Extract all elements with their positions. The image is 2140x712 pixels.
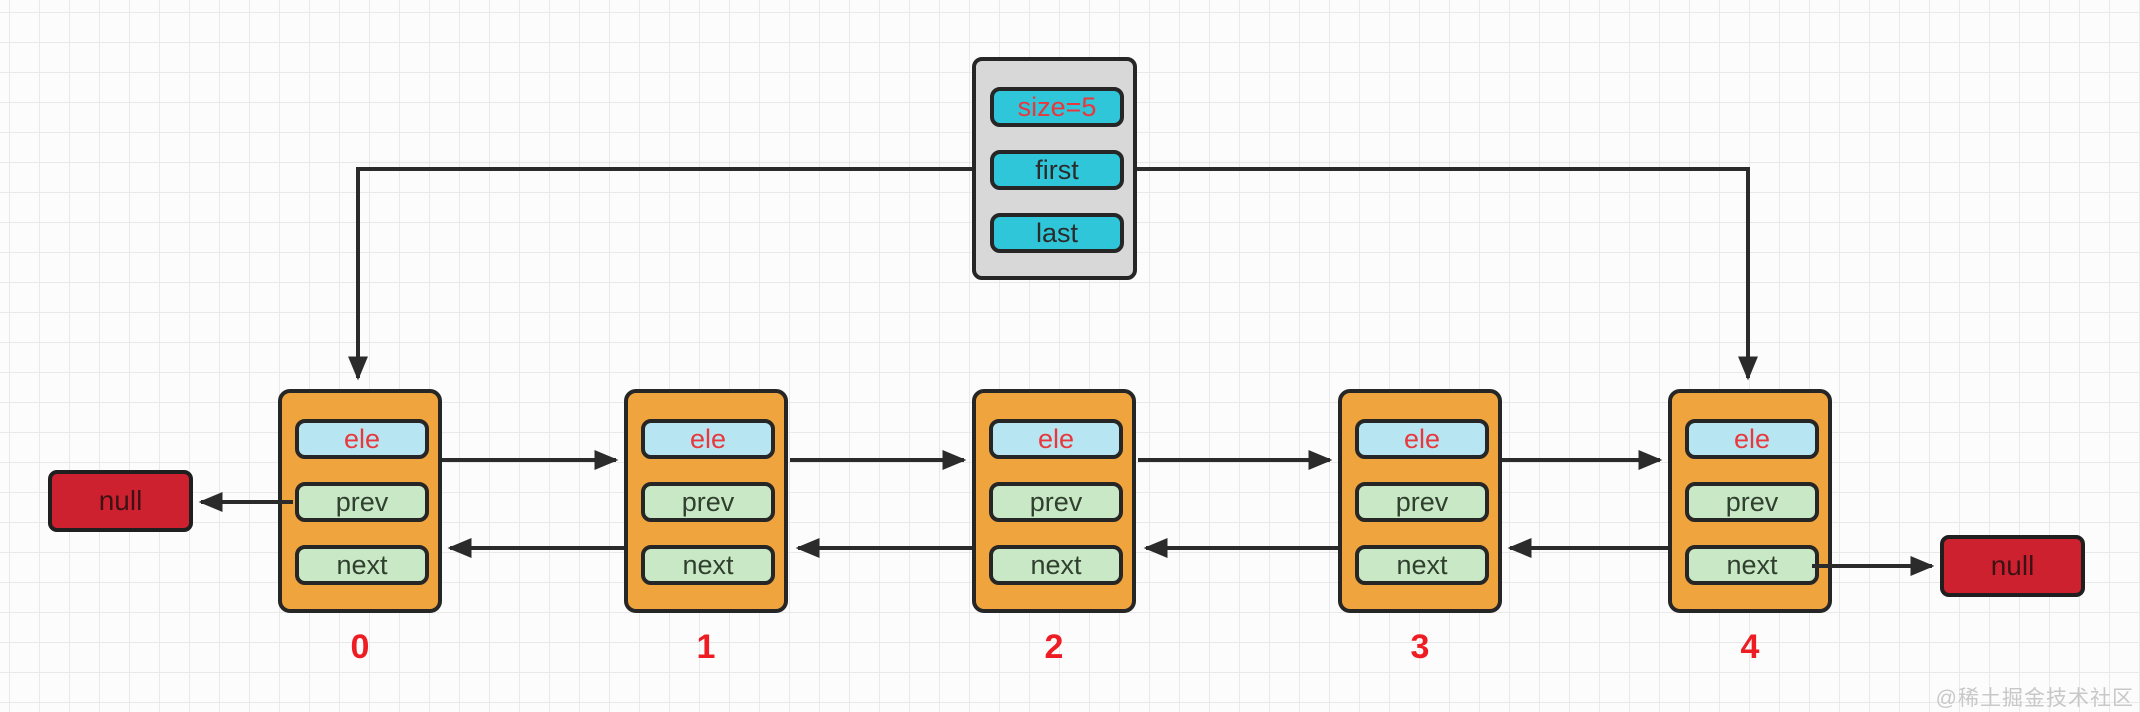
node-1-index-label: 1 [696,628,716,666]
node-2-ele-label: ele [1037,423,1075,454]
null-left-label: null [98,485,143,516]
node-2-prev-field: prev [989,482,1123,522]
node-3-index-label: 3 [1410,628,1430,666]
node-3-next-field: next [1355,545,1489,585]
node-0-prev-label: prev [335,486,389,517]
first-pointer-label: first [1035,154,1079,185]
node-2: ele prev next [972,389,1136,613]
null-box-right: null [1940,535,2085,597]
node-0-ele-label: ele [343,423,381,454]
last-pointer-arrow [1137,167,1758,381]
node-1-next-label: next [682,549,734,580]
node-2-prev-label: prev [1029,486,1083,517]
node-2-next-label: next [1030,549,1082,580]
node-0-index-label: 0 [350,628,370,666]
node-2-ele-field: ele [989,419,1123,459]
null-right-label: null [1990,550,2035,581]
first-pointer-arrow [348,167,972,381]
node-0-next-label: next [336,549,388,580]
node-2-index-label: 2 [1044,628,1064,666]
size-field: size=5 [990,87,1124,127]
node-3-ele-field: ele [1355,419,1489,459]
watermark: @稀土掘金技术社区 [1935,687,2134,710]
node-4-index-label: 4 [1740,628,1760,666]
node-4-next-label: next [1726,549,1778,580]
node-3-prev-label: prev [1395,486,1449,517]
node-0-next-field: next [295,545,429,585]
node-0: ele prev next [278,389,442,613]
node-4-prev-field: prev [1685,482,1819,522]
list-header-box: size=5 first last [972,57,1137,280]
node-3-next-label: next [1396,549,1448,580]
node-1-next-field: next [641,545,775,585]
node-4: ele prev next [1668,389,1832,613]
first-pointer-field: first [990,150,1124,190]
node-1-prev-label: prev [681,486,735,517]
node-4-ele-label: ele [1733,423,1771,454]
node-1-ele-label: ele [689,423,727,454]
node-1: ele prev next [624,389,788,613]
null-box-left: null [48,470,193,532]
node-3: ele prev next [1338,389,1502,613]
last-pointer-label: last [1035,217,1079,248]
last-pointer-field: last [990,213,1124,253]
node-1-ele-field: ele [641,419,775,459]
node-0-ele-field: ele [295,419,429,459]
node-1-prev-field: prev [641,482,775,522]
node-4-prev-label: prev [1725,486,1779,517]
size-field-label: size=5 [1017,91,1097,122]
node-4-ele-field: ele [1685,419,1819,459]
node-4-next-field: next [1685,545,1819,585]
node-2-next-field: next [989,545,1123,585]
node-3-ele-label: ele [1403,423,1441,454]
node-3-prev-field: prev [1355,482,1489,522]
node-0-prev-field: prev [295,482,429,522]
